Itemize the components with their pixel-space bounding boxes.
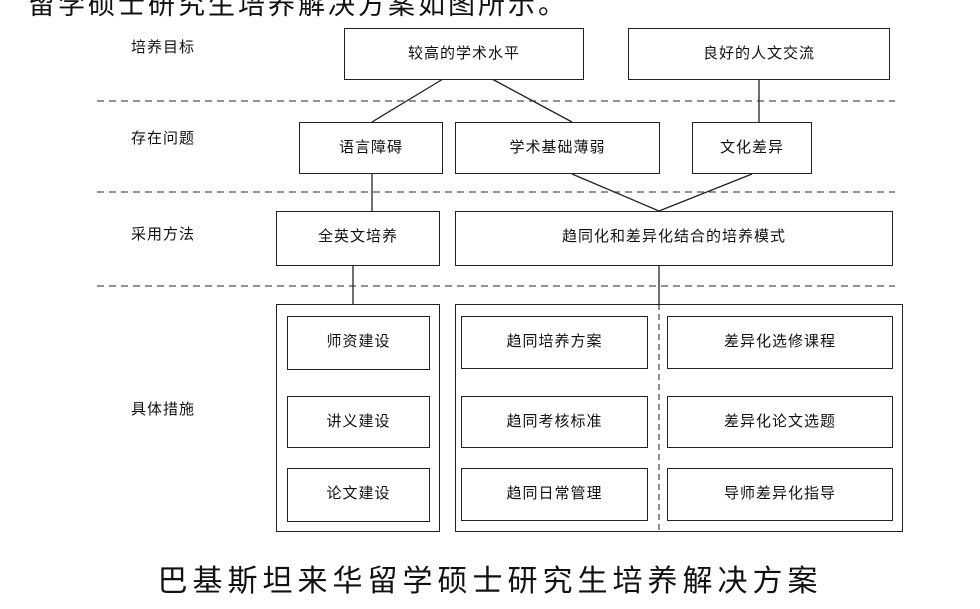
goal-academic-node: 较高的学术水平 xyxy=(344,28,584,80)
problem-culture-node: 文化差异 xyxy=(692,122,812,174)
diagram-caption: 巴基斯坦来华留学硕士研究生培养解决方案 xyxy=(157,564,823,599)
measure-handouts-node: 讲义建设 xyxy=(287,396,430,448)
problem-language-node: 语言障碍 xyxy=(299,122,443,174)
connector-goal-language xyxy=(371,78,444,123)
measure-conv-assessment-node: 趋同考核标准 xyxy=(461,396,648,448)
row-label-measures: 具体措施 xyxy=(131,400,196,418)
row-label-goals: 培养目标 xyxy=(131,38,196,56)
row-label-methods: 采用方法 xyxy=(131,225,196,243)
measure-diff-topics-node: 差异化论文选题 xyxy=(667,396,893,448)
goal-humanities-node: 良好的人文交流 xyxy=(628,28,890,80)
connector-goal-foundation xyxy=(491,78,573,123)
connector-foundation-mode xyxy=(571,173,660,212)
measure-conv-plan-node: 趋同培养方案 xyxy=(461,316,648,369)
measures-english-frame xyxy=(276,304,440,532)
measures-mode-frame xyxy=(455,304,903,532)
measure-diff-guidance-node: 导师差异化指导 xyxy=(667,468,893,521)
measure-faculty-node: 师资建设 xyxy=(287,316,430,370)
measure-conv-management-node: 趋同日常管理 xyxy=(461,468,648,521)
connector-culture-mode xyxy=(658,173,753,212)
intro-text: 留学硕士研究生培养解决方案如图所示。 xyxy=(28,0,568,21)
measure-thesis-node: 论文建设 xyxy=(287,468,430,522)
method-mode-node: 趋同化和差异化结合的培养模式 xyxy=(455,211,893,266)
row-label-problems: 存在问题 xyxy=(131,129,196,147)
method-english-node: 全英文培养 xyxy=(276,211,440,266)
measure-diff-courses-node: 差异化选修课程 xyxy=(667,316,893,369)
problem-foundation-node: 学术基础薄弱 xyxy=(455,122,660,174)
